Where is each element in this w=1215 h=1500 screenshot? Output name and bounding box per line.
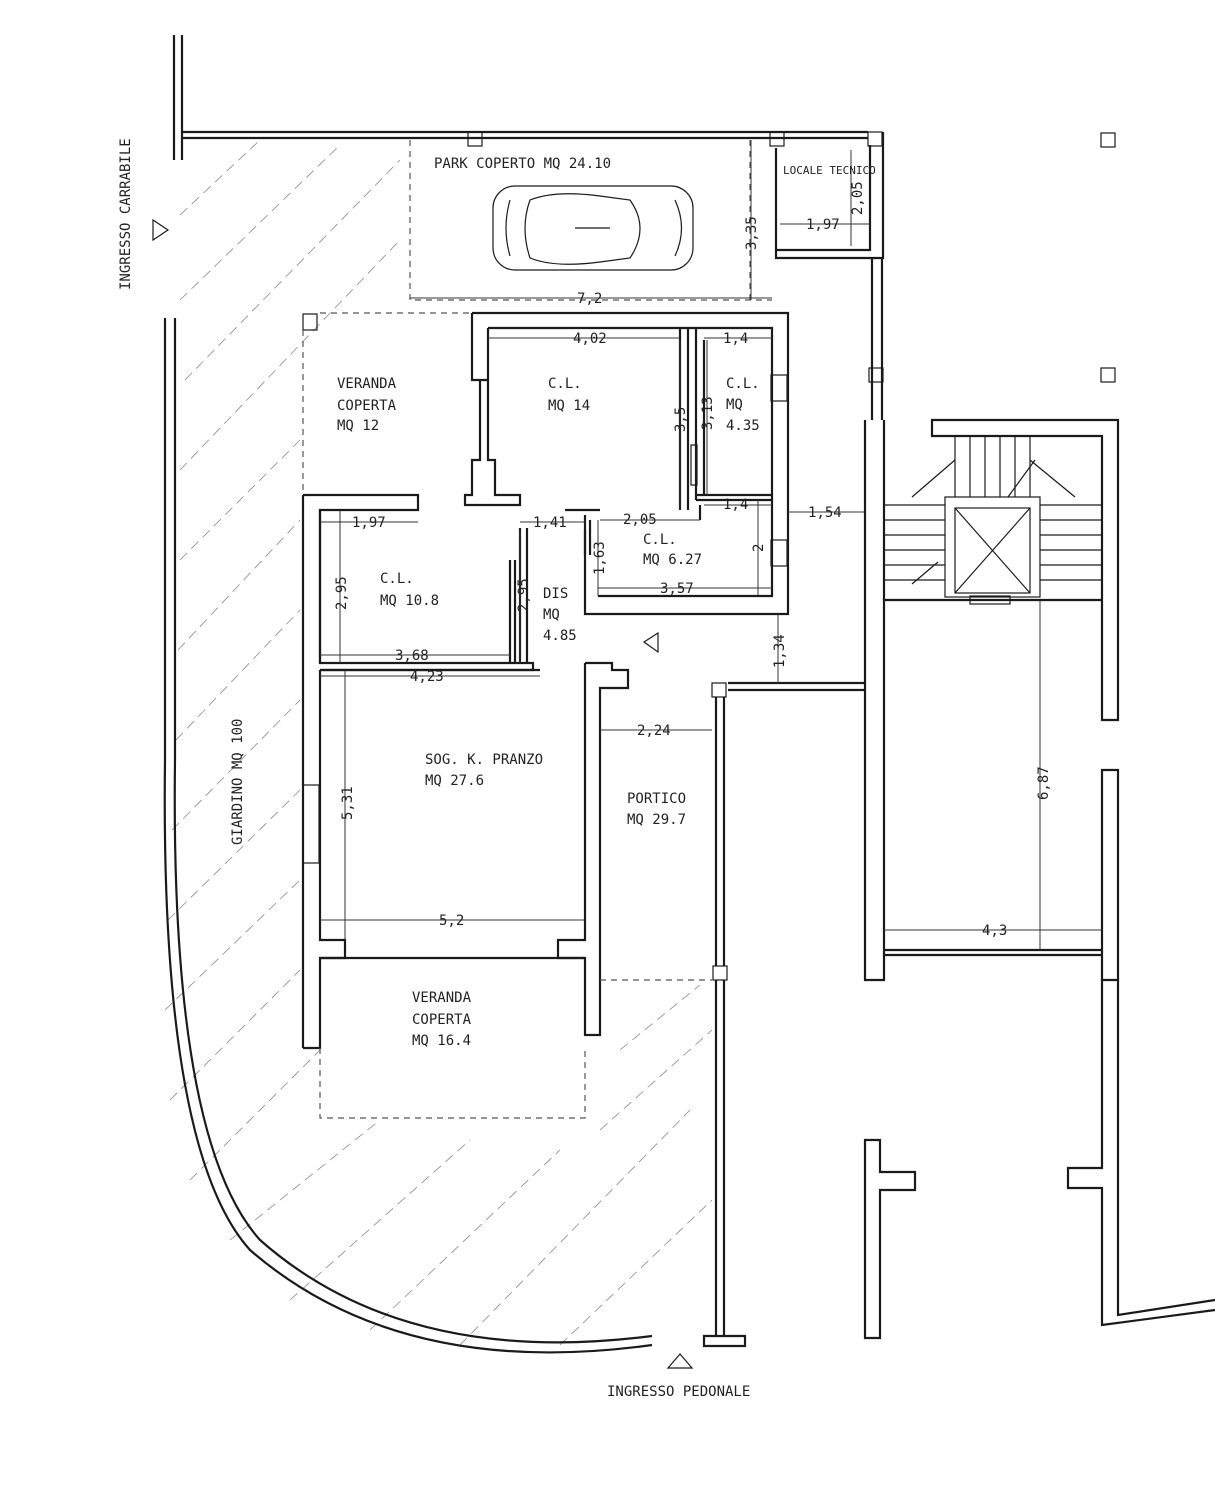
dim-14b: 1,4 xyxy=(723,497,748,513)
dim-335: 3,35 xyxy=(744,216,760,250)
park-label: PARK COPERTO MQ 24.10 xyxy=(434,156,611,172)
veranda-lower xyxy=(319,956,586,1119)
veranda-upper-label-2: COPERTA xyxy=(337,398,397,414)
dim-205: 2,05 xyxy=(623,512,657,528)
cl435-label-3: 4.35 xyxy=(726,418,760,434)
cl435-label-2: MQ xyxy=(726,397,743,413)
vehicle-entrance-arrow-icon xyxy=(152,218,170,242)
dim-197: 1,97 xyxy=(352,515,386,531)
dim-52: 5,2 xyxy=(439,913,464,929)
dimension-texts: 2,05 1,97 3,35 7,2 4,02 1,4 3,5 3,13 1,4… xyxy=(334,181,1052,939)
dis-label-1: DIS xyxy=(543,586,568,602)
dim-205-tech: 2,05 xyxy=(850,181,866,215)
dim-357: 3,57 xyxy=(660,581,694,597)
dim-14a: 1,4 xyxy=(723,331,748,347)
portico-label-2: MQ 29.7 xyxy=(627,812,686,828)
dim-72: 7,2 xyxy=(577,291,602,307)
dim-43: 4,3 xyxy=(982,923,1007,939)
dim-141: 1,41 xyxy=(533,515,567,531)
dimension-lines xyxy=(320,140,1102,950)
entrance-markers xyxy=(152,218,694,1369)
cl627-label-1: C.L. xyxy=(643,532,677,548)
dim-368: 3,68 xyxy=(395,648,429,664)
cl108-label-2: MQ 10.8 xyxy=(380,593,439,609)
garden-label: GIARDINO MQ 100 xyxy=(230,719,246,845)
veranda-upper-label-1: VERANDA xyxy=(337,376,397,392)
dim-313: 3,13 xyxy=(700,396,716,430)
cl627-label-2: MQ 6.27 xyxy=(643,552,702,568)
dis-label-2: MQ xyxy=(543,607,560,623)
veranda-lower-label-1: VERANDA xyxy=(412,990,472,1006)
house-entrance-arrow-icon xyxy=(642,631,659,654)
car-icon xyxy=(492,185,694,271)
dim-295b: 2,95 xyxy=(516,578,532,612)
dim-197-tech: 1,97 xyxy=(806,217,840,233)
vehicle-entrance-label: INGRESSO CARRABILE xyxy=(118,138,134,290)
veranda-lower-label-3: MQ 16.4 xyxy=(412,1033,471,1049)
tech-room-label: LOCALE TECNICO xyxy=(783,164,876,177)
portico xyxy=(600,681,865,1348)
dim-2: 2 xyxy=(751,544,767,552)
portico-label-1: PORTICO xyxy=(627,791,686,807)
left-wing-walls xyxy=(301,493,630,1050)
veranda-upper-label-3: MQ 12 xyxy=(337,418,379,434)
cl108-label-1: C.L. xyxy=(380,571,414,587)
garden-hatching xyxy=(164,139,713,1346)
dim-154: 1,54 xyxy=(808,505,842,521)
dim-163: 1,63 xyxy=(592,541,608,575)
covered-parking xyxy=(409,140,772,301)
dim-134: 1,34 xyxy=(772,634,788,668)
dim-423: 4,23 xyxy=(410,669,444,685)
veranda-upper xyxy=(302,312,472,495)
dim-35: 3,5 xyxy=(673,407,689,432)
soggiorno-label-1: SOG. K. PRANZO xyxy=(425,752,543,768)
technical-room xyxy=(774,131,885,420)
dim-687: 6,87 xyxy=(1036,766,1052,800)
cl435-label-1: C.L. xyxy=(726,376,760,392)
cl14-label-1: C.L. xyxy=(548,376,582,392)
dim-531: 5,31 xyxy=(340,786,356,820)
stairwell-building xyxy=(863,418,1215,1340)
dim-402: 4,02 xyxy=(573,331,607,347)
dim-295a: 2,95 xyxy=(334,576,350,610)
cl14-label-2: MQ 14 xyxy=(548,398,590,414)
dim-224: 2,24 xyxy=(637,723,671,739)
site-boundary xyxy=(163,35,1116,1354)
house-walls xyxy=(463,311,790,616)
pedestrian-entrance-label: INGRESSO PEDONALE xyxy=(607,1384,750,1400)
pedestrian-entrance-arrow-icon xyxy=(666,1353,694,1369)
veranda-lower-label-2: COPERTA xyxy=(412,1012,472,1028)
soggiorno-label-2: MQ 27.6 xyxy=(425,773,484,789)
dis-label-3: 4.85 xyxy=(543,628,577,644)
